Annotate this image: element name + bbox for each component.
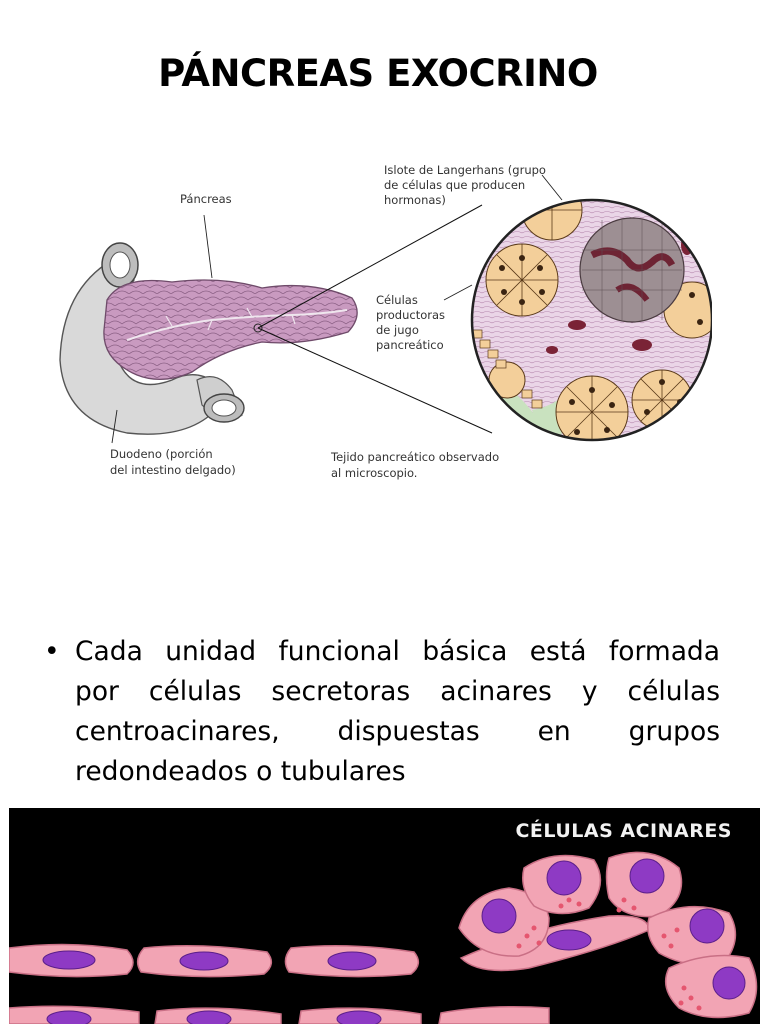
- label-tissue-line-2: al microscopio.: [331, 466, 418, 480]
- acinar-cells-figure: CÉLULAS ACINARES: [9, 808, 760, 1024]
- bullet-line: Cada unidad funcional básica está formad…: [75, 636, 720, 667]
- page-title: PÁNCREAS EXOCRINO: [158, 52, 598, 95]
- label-tissue-line-1: Tejido pancreático observado: [331, 450, 500, 464]
- bullet-line: por células secretoras acinares y célula…: [75, 676, 720, 707]
- label-cells-line-1: Células: [376, 293, 418, 307]
- label-islet-line-2: de células que producen: [384, 178, 526, 192]
- bullet-paragraph: • Cada unidad funcional básica está form…: [44, 632, 720, 792]
- microscope-view: [472, 200, 712, 440]
- pancreas-diagram: Páncreas Islote de Langerhans (grupo de …: [52, 150, 714, 500]
- bullet-line: redondeados o tubulares: [75, 756, 406, 787]
- label-islet-line-1: Islote de Langerhans (grupo: [384, 163, 546, 177]
- label-duodenum-line-1: Duodeno (porción: [110, 447, 213, 461]
- pancreas-illustration: [59, 174, 714, 444]
- label-cells-line-2: productoras: [376, 308, 446, 322]
- label-islet-line-3: hormonas): [384, 193, 446, 207]
- bullet-marker: •: [44, 636, 60, 667]
- label-cells-line-3: de jugo: [376, 323, 419, 337]
- acinar-cells-illustration: [9, 851, 758, 1024]
- bullet-text: Cada unidad funcional básica está formad…: [75, 632, 720, 792]
- label-cells-line-4: pancreático: [376, 338, 444, 352]
- islet-of-langerhans: [579, 217, 685, 323]
- label-duodenum-line-2: del intestino delgado): [110, 463, 236, 477]
- acinar-cells-title: CÉLULAS ACINARES: [515, 820, 732, 842]
- pancreas-shape: [103, 279, 358, 380]
- duodenum-shape: [59, 242, 245, 435]
- bullet-line: centroacinares, dispuestas en grupos: [75, 716, 720, 747]
- label-pancreas: Páncreas: [180, 192, 232, 206]
